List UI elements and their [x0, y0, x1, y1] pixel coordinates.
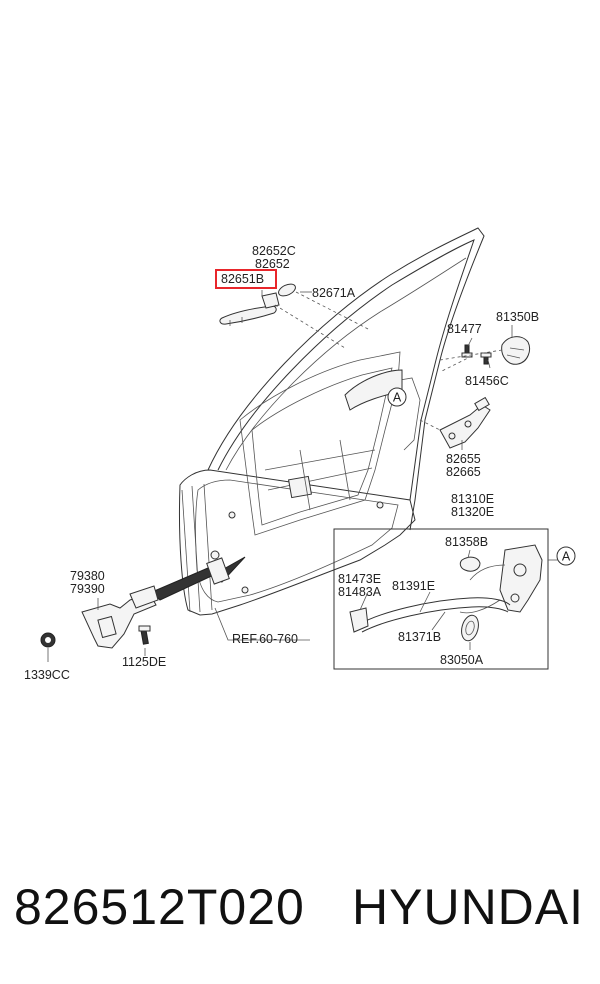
callout-a-lock: A — [556, 546, 576, 566]
label-82665: 82665 — [446, 465, 481, 479]
label-81358B: 81358B — [445, 535, 488, 549]
label-82671A: 82671A — [312, 286, 356, 300]
door-frame — [178, 227, 485, 616]
label-1339CC: 1339CC — [24, 668, 70, 682]
label-82652: 82652 — [255, 257, 290, 271]
label-81391E: 81391E — [392, 579, 435, 593]
svg-text:A: A — [562, 550, 571, 564]
callout-a-door: A — [387, 387, 407, 407]
label-79380: 79380 — [70, 569, 105, 583]
brand-text: HYUNDAI — [352, 879, 585, 935]
label-83050A: 83050A — [440, 653, 484, 667]
label-82652C: 82652C — [252, 244, 296, 258]
label-82651B: 82651B — [221, 272, 264, 286]
label-81473E: 81473E — [338, 572, 381, 586]
label-81350B: 81350B — [496, 310, 539, 324]
lock-assembly-box — [333, 528, 560, 670]
svg-text:A: A — [393, 391, 402, 405]
label-1125DE: 1125DE — [122, 655, 166, 669]
outside-handle — [219, 292, 280, 326]
door-latch-striker — [419, 396, 491, 449]
label-81477: 81477 — [447, 322, 482, 336]
ref-leader-line — [214, 607, 310, 641]
label-ref-60-760: REF.60-760 — [232, 632, 298, 646]
handle-gasket — [278, 283, 296, 297]
label-81483A: 81483A — [338, 585, 382, 599]
label-82655: 82655 — [446, 452, 481, 466]
highlight-box — [215, 269, 277, 289]
label-81456C: 81456C — [465, 374, 509, 388]
label-81320E: 81320E — [451, 505, 494, 519]
label-81371B: 81371B — [398, 630, 441, 644]
label-79390: 79390 — [70, 582, 105, 596]
part-number-text: 826512T020 — [14, 879, 305, 935]
label-81310E: 81310E — [451, 492, 494, 506]
door-checker — [40, 556, 246, 662]
lock-cylinder-parts — [439, 336, 531, 373]
